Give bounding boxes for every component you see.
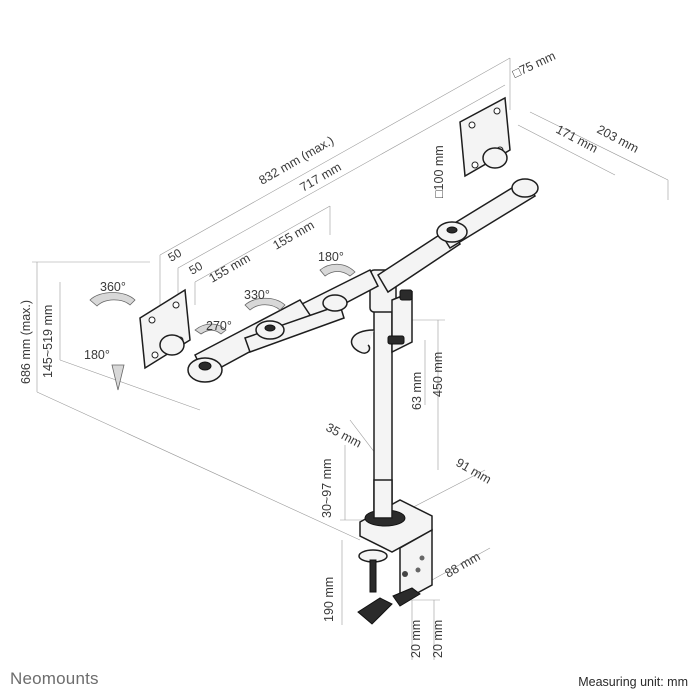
rotation-arrow-icon [319, 263, 356, 277]
left-vesa-plate [139, 288, 191, 370]
vesa-hole [468, 121, 476, 129]
brand-logo: Neomounts [10, 669, 99, 688]
clamp-body [399, 528, 433, 599]
right-arm [376, 96, 539, 301]
rotation-arrow-icon [111, 364, 125, 391]
clamp-hole [415, 567, 421, 573]
depth-171-label: 171 mm [554, 122, 600, 156]
right-arm-joint-cap [446, 226, 458, 234]
pole-diameter-label: 35 mm [324, 420, 364, 450]
rotation-labels: 360° 330° 270° 180° 180° [84, 250, 344, 362]
rotation-arrow-icon [89, 292, 136, 307]
offset-50-b-label: 50 [187, 259, 206, 278]
clamp-screw [369, 559, 377, 593]
left-arm-joint [322, 294, 348, 312]
vesa-hole [172, 301, 180, 309]
swivel-360-label: 360° [100, 280, 126, 294]
height-range-label: 145~519 mm [41, 305, 55, 378]
dimension-lines [32, 57, 669, 660]
foot-20-a-label: 20 mm [409, 620, 423, 658]
right-arm-segment-inner [376, 226, 462, 294]
clamp-hole [419, 555, 425, 561]
rotate-270-label: 270° [206, 319, 232, 333]
vesa-hole [471, 161, 479, 169]
right-vesa-hub [482, 147, 508, 169]
left-arm-link [244, 304, 345, 353]
clamp-hole [402, 571, 408, 577]
cable-hook [350, 329, 375, 354]
left-arm-joint-cap [264, 324, 276, 332]
pole-450-label: 450 mm [431, 352, 445, 397]
vesa-hole [151, 351, 159, 359]
rotation-arrow-icon [194, 323, 227, 335]
foot-20-b-label: 20 mm [431, 620, 445, 658]
arm-segment-2-label: 155 mm [271, 218, 317, 253]
rotation-arrow-icon [244, 297, 286, 311]
clamp-88-label: 88 mm [443, 549, 483, 580]
vesa-min-label: □100 mm [432, 145, 446, 198]
vesa-hole [493, 107, 501, 115]
pole-lower [373, 479, 393, 519]
total-width-label: 717 mm [298, 160, 344, 195]
left-vesa-hub [159, 334, 185, 356]
rotation-arrows [89, 263, 356, 391]
measuring-unit-note: Measuring unit: mm [578, 675, 688, 689]
desk-thickness-label: 30~97 mm [320, 459, 334, 518]
left-arm-joint-cap [198, 361, 212, 371]
bracket-knob [387, 335, 405, 345]
clamp-foot-right [392, 587, 421, 607]
clamp-foot-left [357, 597, 393, 625]
base-91-label: 91 mm [454, 455, 494, 486]
arm-lock-knob [399, 289, 413, 301]
rotate-330-label: 330° [244, 288, 270, 302]
vesa-max-label: □75 mm [510, 49, 557, 81]
right-arm-joint [511, 178, 539, 198]
vesa-hole [148, 316, 156, 324]
tilt-180-top-label: 180° [318, 250, 344, 264]
pole-height-max-label: 686 mm (max.) [19, 300, 33, 384]
bracket-63-label: 63 mm [410, 372, 424, 410]
left-arm [139, 268, 379, 383]
pole-assembly [350, 269, 433, 625]
offset-50-a-label: 50 [166, 246, 185, 265]
clamp-190-label: 190 mm [322, 577, 336, 622]
tilt-180-left-label: 180° [84, 348, 110, 362]
depth-203-label: 203 mm [595, 122, 641, 156]
arm-segment-1-label: 155 mm [207, 251, 253, 286]
